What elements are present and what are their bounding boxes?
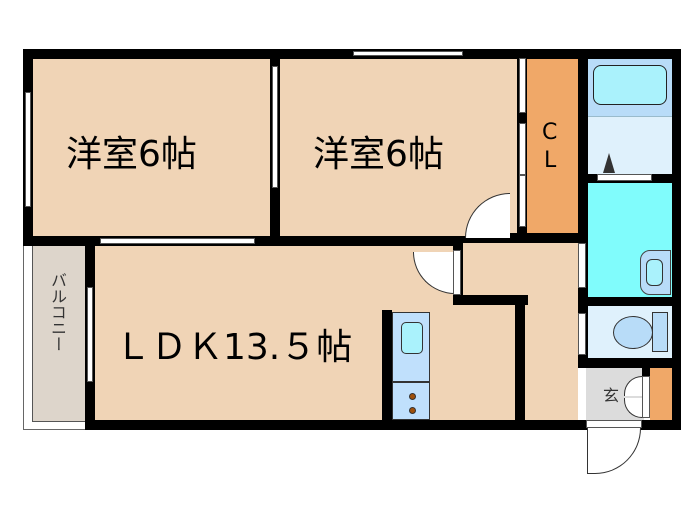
door-wash-leaf bbox=[578, 243, 586, 288]
closet-door-3[interactable] bbox=[519, 175, 526, 227]
wall-closet-bottom bbox=[510, 233, 580, 243]
stove-burner-2 bbox=[409, 407, 416, 414]
closet-label-c: C bbox=[542, 120, 558, 145]
wall-wc-bottom bbox=[578, 358, 678, 368]
closet-door-1[interactable] bbox=[519, 58, 526, 113]
hallway-lower-shade bbox=[525, 305, 535, 420]
wall-bottom bbox=[85, 420, 681, 430]
balcony-label: バルコニー bbox=[48, 272, 67, 352]
western-room-1-label: 洋室6帖 bbox=[66, 134, 197, 175]
entrance-door-frame bbox=[586, 420, 642, 428]
washroom bbox=[588, 116, 672, 174]
wall-top bbox=[23, 49, 681, 59]
stove-burner-1 bbox=[409, 393, 416, 400]
wall-wash-bottom bbox=[578, 297, 678, 306]
bathtub bbox=[593, 65, 667, 105]
door-ldk-leaf bbox=[453, 250, 461, 295]
toilet-tank bbox=[652, 312, 668, 352]
wall-entrance-divider bbox=[642, 368, 650, 378]
shoe-closet bbox=[650, 368, 672, 420]
wall-kitchen bbox=[382, 310, 392, 422]
bath-door[interactable] bbox=[597, 174, 652, 181]
window-room-1-left bbox=[25, 92, 31, 207]
closet-door-2[interactable] bbox=[519, 123, 526, 175]
western-room-2-label: 洋室6帖 bbox=[313, 134, 444, 175]
window-ldk-balcony bbox=[87, 287, 93, 382]
sliding-door-partition[interactable] bbox=[272, 66, 278, 188]
entrance-label: 玄 bbox=[603, 386, 620, 405]
wall-hall-step bbox=[453, 295, 528, 305]
closet-label-l: L bbox=[544, 148, 557, 173]
kitchen-sink bbox=[401, 322, 423, 354]
closet bbox=[527, 59, 579, 234]
toilet-bowl bbox=[613, 316, 653, 349]
shoe-closet-leaf bbox=[642, 376, 650, 418]
window-room-2-top bbox=[353, 51, 463, 56]
window-room-1-ldk bbox=[100, 238, 255, 244]
kitchen-stove bbox=[392, 382, 430, 420]
bath-door-triangle bbox=[603, 153, 615, 173]
ldk-label: ＬＤＫ13.５帖 bbox=[115, 327, 353, 368]
wall-right bbox=[672, 49, 681, 430]
balcony bbox=[32, 244, 86, 422]
door-wc-leaf bbox=[578, 313, 586, 355]
entrance-door[interactable] bbox=[587, 428, 641, 474]
wall-hall-inner bbox=[515, 295, 525, 425]
wash-basin-bowl bbox=[646, 259, 663, 286]
western-room-1 bbox=[33, 59, 270, 236]
